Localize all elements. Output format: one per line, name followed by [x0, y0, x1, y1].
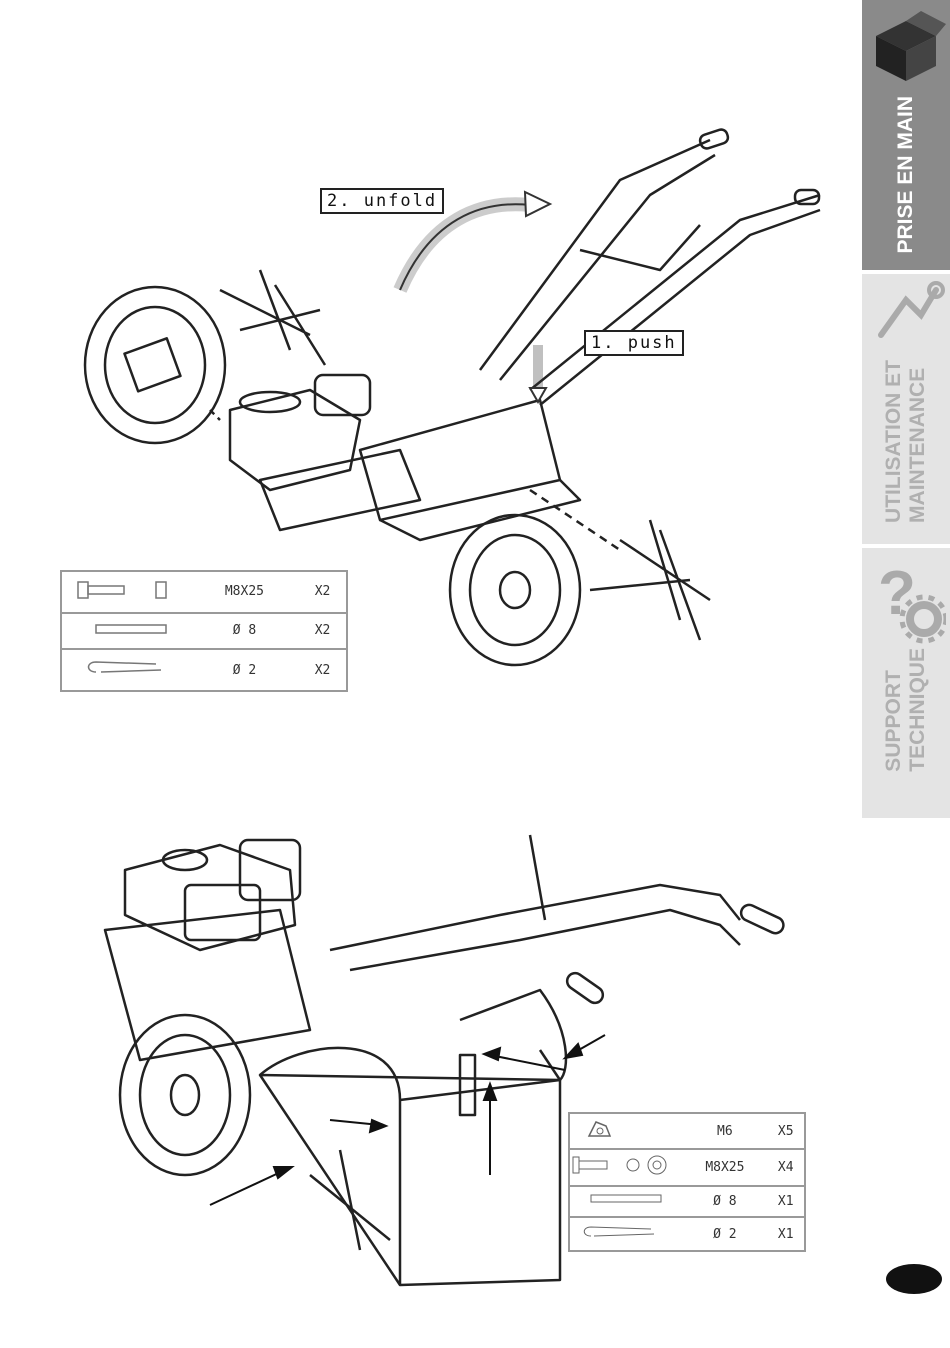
- part-qty: X4: [767, 1149, 804, 1185]
- tab-prise-en-main[interactable]: PRISE EN MAIN: [862, 0, 950, 270]
- table-row: Ø 2 X2: [62, 649, 346, 690]
- table-row: Ø 8 X1: [570, 1186, 804, 1218]
- clip-icon: [576, 1222, 676, 1242]
- table-row: M6 X5: [570, 1114, 804, 1149]
- part-qty: X2: [299, 649, 346, 690]
- part-size: Ø 2: [190, 649, 299, 690]
- tab-label: UTILISATION ET MAINTENANCE: [882, 360, 930, 523]
- gear-question-icon: ?: [866, 554, 946, 644]
- pin-icon: [576, 1190, 676, 1208]
- part-size: Ø 8: [190, 613, 299, 650]
- part-size: M8X25: [190, 572, 299, 613]
- bolt-washer-icon: [571, 1154, 681, 1176]
- part-size: M8X25: [682, 1149, 767, 1185]
- unfold-callout: 2. unfold: [320, 188, 444, 214]
- box-icon: [866, 6, 946, 86]
- part-qty: X5: [767, 1114, 804, 1149]
- page-marker: [886, 1264, 942, 1294]
- parts-list-figure2: M6 X5 M8X25 X4 Ø 8 X1 Ø 2 X1: [568, 1112, 806, 1252]
- bolt-and-nut-icon: [76, 578, 176, 602]
- part-qty: X2: [299, 572, 346, 613]
- clip-icon: [76, 656, 176, 680]
- part-size: Ø 2: [682, 1217, 767, 1250]
- tab-support-technique[interactable]: ? SUPPORT TECHNIQUE: [862, 548, 950, 818]
- push-callout: 1. push: [584, 330, 684, 356]
- part-qty: X1: [767, 1217, 804, 1250]
- pin-icon: [76, 619, 176, 639]
- part-qty: X2: [299, 613, 346, 650]
- part-qty: X1: [767, 1186, 804, 1218]
- nut-icon: [584, 1118, 614, 1140]
- wrench-icon: [866, 280, 946, 350]
- tab-utilisation-maintenance[interactable]: UTILISATION ET MAINTENANCE: [862, 274, 950, 544]
- part-size: Ø 8: [682, 1186, 767, 1218]
- parts-list-figure1: M8X25 X2 Ø 8 X2 Ø 2 X2: [60, 570, 348, 692]
- table-row: M8X25 X4: [570, 1149, 804, 1185]
- tab-label: PRISE EN MAIN: [894, 96, 918, 254]
- table-row: Ø 2 X1: [570, 1217, 804, 1250]
- part-size: M6: [682, 1114, 767, 1149]
- tab-label: SUPPORT TECHNIQUE: [882, 648, 930, 772]
- table-row: Ø 8 X2: [62, 613, 346, 650]
- table-row: M8X25 X2: [62, 572, 346, 613]
